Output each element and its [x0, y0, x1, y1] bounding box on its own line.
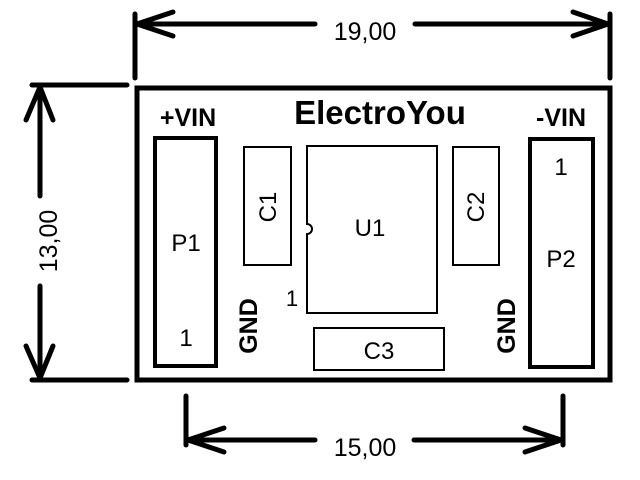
p1-pin1: 1 — [179, 325, 192, 352]
p2-outline — [528, 137, 595, 369]
connector-p1: P1 1 — [153, 136, 218, 368]
arrow-left-icon — [185, 425, 227, 455]
gnd-left-label: GND — [235, 298, 263, 354]
u1-outline — [306, 145, 438, 314]
p1-ref: P1 — [171, 230, 200, 257]
dimension-connector-spacing: 15,00 — [183, 393, 566, 462]
capacitor-c1: C1 — [243, 146, 292, 266]
arrow-right-icon — [570, 9, 611, 39]
arrow-up-icon — [23, 84, 56, 123]
p2-ref: P2 — [546, 246, 575, 273]
u1-pin1: 1 — [286, 286, 298, 311]
capacitor-c2: C2 — [452, 146, 500, 266]
c2-ref: C2 — [463, 192, 490, 223]
c1-outline — [243, 146, 292, 266]
c3-outline — [313, 327, 445, 371]
p2-pin1: 1 — [554, 154, 567, 181]
board-outline — [134, 85, 613, 383]
p1-outline — [153, 136, 218, 368]
board-title: ElectroYou — [294, 94, 466, 131]
dimension-height: 13,00 — [23, 82, 130, 383]
c3-ref: C3 — [364, 338, 395, 365]
u1-ref: U1 — [355, 215, 386, 242]
arrow-left-icon — [134, 9, 176, 39]
dim-spacing-label: 15,00 — [334, 434, 397, 462]
plus-vin-label: +VIN — [160, 104, 216, 132]
ic-u1: U1 1 — [286, 145, 438, 314]
arrow-down-icon — [23, 343, 56, 381]
dim-width-label: 19,00 — [334, 18, 397, 46]
arrow-right-icon — [522, 425, 564, 455]
connector-p2: 1 P2 — [528, 137, 595, 369]
dimension-width: 19,00 — [132, 9, 613, 81]
capacitor-c3: C3 — [313, 327, 445, 371]
c1-ref: C1 — [255, 192, 282, 223]
gnd-right-label: GND — [493, 298, 521, 354]
c2-outline — [452, 146, 500, 266]
minus-vin-label: -VIN — [536, 104, 586, 132]
dim-height-label: 13,00 — [35, 210, 63, 273]
